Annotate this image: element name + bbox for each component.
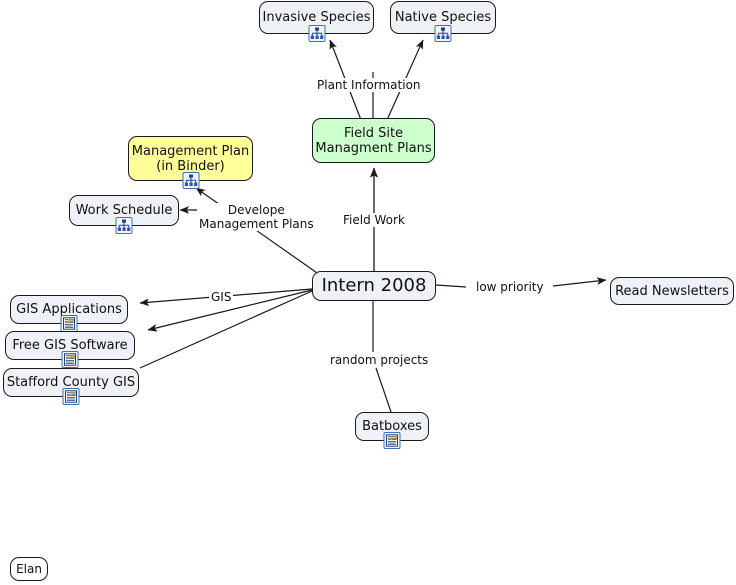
node-intern-2008-label: Intern 2008 bbox=[321, 275, 427, 296]
node-intern-2008[interactable]: Intern 2008 bbox=[312, 271, 436, 301]
edge-label-gis: GIS bbox=[209, 290, 234, 304]
edge-intern-to-management-plan bbox=[195, 187, 321, 276]
node-batboxes[interactable]: Batboxes bbox=[355, 412, 429, 449]
note-icon[interactable] bbox=[61, 351, 79, 368]
node-management-plan-binder[interactable]: Management Plan (in Binder) bbox=[128, 136, 253, 189]
node-gis-applications-label: GIS Applications bbox=[16, 302, 122, 317]
edge-label-field-work: Field Work bbox=[341, 213, 407, 227]
node-gis-applications[interactable]: GIS Applications bbox=[10, 295, 128, 332]
node-elan[interactable]: Elan bbox=[10, 557, 48, 581]
hierarchy-icon[interactable] bbox=[434, 25, 452, 42]
node-field-site-management-plans[interactable]: Field Site Managment Plans bbox=[312, 118, 435, 163]
node-native-species-label: Native Species bbox=[394, 10, 492, 25]
node-native-species[interactable]: Native Species bbox=[390, 1, 496, 42]
edge-label-low-priority: low priority bbox=[474, 280, 546, 294]
node-management-plan-binder-label: Management Plan (in Binder) bbox=[131, 143, 250, 174]
edge-randomprojects-to-batboxes bbox=[375, 367, 392, 413]
note-icon[interactable] bbox=[62, 388, 80, 405]
node-work-schedule[interactable]: Work Schedule bbox=[69, 195, 179, 234]
hierarchy-icon[interactable] bbox=[182, 172, 199, 189]
node-free-gis-software[interactable]: Free GIS Software bbox=[5, 331, 135, 368]
node-read-newsletters[interactable]: Read Newsletters bbox=[610, 277, 734, 305]
node-stafford-county-gis-label: Stafford County GIS bbox=[6, 375, 136, 390]
node-read-newsletters-label: Read Newsletters bbox=[615, 283, 729, 299]
node-invasive-species-label: Invasive Species bbox=[262, 10, 371, 25]
node-batboxes-label: Batboxes bbox=[362, 419, 422, 434]
node-work-schedule-label: Work Schedule bbox=[75, 203, 173, 218]
node-field-site-management-plans-label: Field Site Managment Plans bbox=[315, 125, 432, 156]
edge-label-plant-information: Plant Information bbox=[315, 78, 423, 92]
edge-lowpriority-to-read-newsletters bbox=[552, 277, 607, 287]
note-icon[interactable] bbox=[60, 315, 78, 332]
node-invasive-species[interactable]: Invasive Species bbox=[259, 1, 374, 42]
hierarchy-icon[interactable] bbox=[308, 25, 325, 42]
hierarchy-icon[interactable] bbox=[115, 217, 133, 234]
edge-label-develope-management-plans: Develope Management Plans bbox=[197, 203, 316, 231]
node-stafford-county-gis[interactable]: Stafford County GIS bbox=[3, 368, 139, 405]
edge-intern-to-read-newsletters bbox=[435, 284, 467, 288]
node-elan-label: Elan bbox=[16, 561, 42, 576]
note-icon[interactable] bbox=[383, 432, 401, 449]
node-free-gis-software-label: Free GIS Software bbox=[12, 338, 128, 353]
edge-label-random-projects: random projects bbox=[328, 353, 431, 367]
